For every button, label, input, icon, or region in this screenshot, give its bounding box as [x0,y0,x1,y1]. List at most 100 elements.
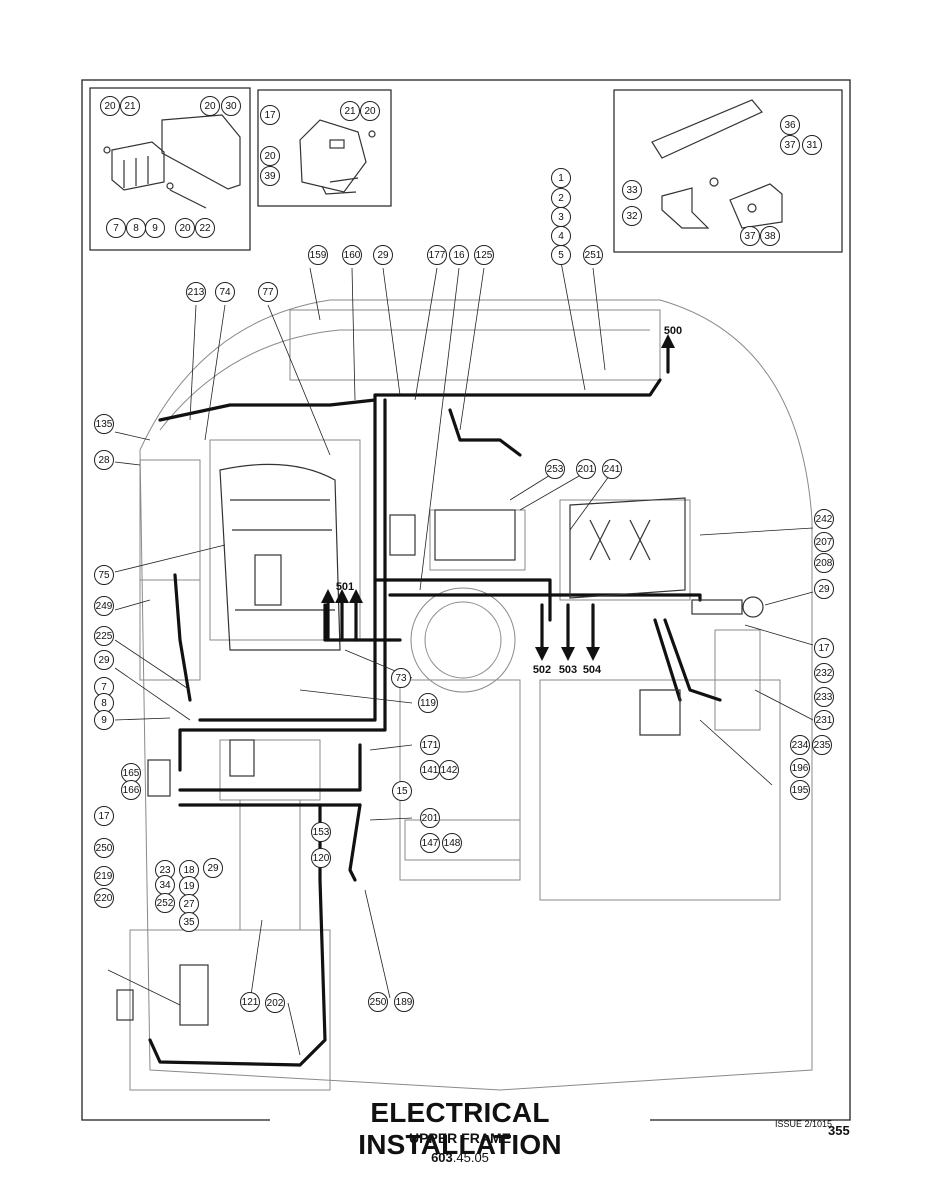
callout-number: 37 [744,231,756,242]
callout-number: 29 [818,584,830,595]
callout-bubble: 36 [780,115,800,135]
callout-number: 166 [123,785,140,796]
callout-number: 9 [101,715,107,726]
callout-bubble: 189 [394,992,414,1012]
callout-bubble: 29 [203,858,223,878]
page-title: ELECTRICAL INSTALLATION [270,1097,650,1161]
callout-bubble: 75 [94,565,114,585]
callout-number: 121 [242,997,259,1008]
callout-number: 8 [133,223,139,234]
inset-box-1 [89,87,251,251]
callout-bubble: 213 [186,282,206,302]
callout-bubble: 242 [814,509,834,529]
callout-bubble: 1 [551,168,571,188]
callout-number: 177 [429,250,446,261]
reference-code-rest: .45.05 [452,1150,489,1165]
callout-bubble: 73 [391,668,411,688]
callout-bubble: 21 [120,96,140,116]
callout-bubble: 21 [340,101,360,121]
callout-bubble: 251 [583,245,603,265]
callout-number: 39 [264,171,276,182]
callout-bubble: 18 [179,860,199,880]
callout-bubble: 148 [442,833,462,853]
callout-bubble: 233 [814,687,834,707]
callout-number: 213 [188,287,205,298]
callout-number: 201 [578,464,595,475]
arrow-label: 500 [664,325,682,337]
callout-bubble: 201 [420,808,440,828]
callout-number: 242 [816,514,833,525]
callout-number: 37 [784,140,796,151]
callout-number: 4 [558,231,564,242]
callout-number: 77 [262,287,274,298]
callout-number: 36 [784,120,796,131]
callout-bubble: 22 [195,218,215,238]
callout-bubble: 37 [740,226,760,246]
callout-number: 119 [420,698,436,709]
callout-number: 28 [98,455,110,466]
callout-bubble: 8 [126,218,146,238]
page-number: 355 [828,1123,850,1138]
callout-number: 17 [818,643,830,654]
callout-bubble: 20 [200,96,220,116]
callout-bubble: 153 [311,822,331,842]
callout-bubble: 250 [94,838,114,858]
callout-number: 23 [159,865,171,876]
callout-bubble: 16 [449,245,469,265]
callout-bubble: 201 [576,459,596,479]
callout-bubble: 165 [121,763,141,783]
callout-bubble: 171 [420,735,440,755]
callout-number: 20 [364,106,376,117]
callout-bubble: 9 [145,218,165,238]
callout-bubble: 19 [179,876,199,896]
callout-number: 219 [96,871,113,882]
callout-number: 189 [396,997,413,1008]
callout-bubble: 160 [342,245,362,265]
callout-bubble: 249 [94,596,114,616]
callout-number: 38 [764,231,776,242]
callout-bubble: 37 [780,135,800,155]
callout-number: 148 [444,838,461,849]
upper-frame-outline [129,299,813,1091]
callout-number: 75 [98,570,110,581]
callout-number: 7 [101,682,107,693]
callout-bubble: 35 [179,912,199,932]
callout-bubble: 9 [94,710,114,730]
callout-number: 159 [310,250,327,261]
issue-label: ISSUE 2/1015 [775,1119,833,1129]
callout-number: 153 [313,827,330,838]
callout-bubble: 20 [175,218,195,238]
page-subtitle: UPPER FRAME [409,1130,511,1146]
callout-number: 34 [159,880,171,891]
arrow-label: 502 [533,664,551,676]
callout-number: 5 [558,250,564,261]
cover-drawing [299,119,376,195]
callout-bubble: 252 [155,893,175,913]
callout-bubble: 15 [392,781,412,801]
callout-bubble: 77 [258,282,278,302]
callout-bubble: 3 [551,207,571,227]
callout-number: 29 [207,863,219,874]
callout-number: 74 [219,287,231,298]
callout-bubble: 250 [368,992,388,1012]
callout-bubble: 5 [551,245,571,265]
callout-number: 250 [370,997,387,1008]
callout-bubble: 147 [420,833,440,853]
callout-bubble: 38 [760,226,780,246]
callout-bubble: 220 [94,888,114,908]
callout-number: 252 [157,898,174,909]
callout-bubble: 225 [94,626,114,646]
callout-number: 160 [344,250,361,261]
reference-code: 603.45.05 [370,1150,550,1165]
callout-bubble: 39 [260,166,280,186]
callout-number: 8 [101,698,107,709]
callout-number: 220 [96,893,113,904]
callout-bubble: 166 [121,780,141,800]
callout-bubble: 219 [94,866,114,886]
callout-number: 207 [816,537,833,548]
callout-number: 1 [558,173,564,184]
callout-bubble: 7 [106,218,126,238]
callout-number: 20 [204,101,216,112]
